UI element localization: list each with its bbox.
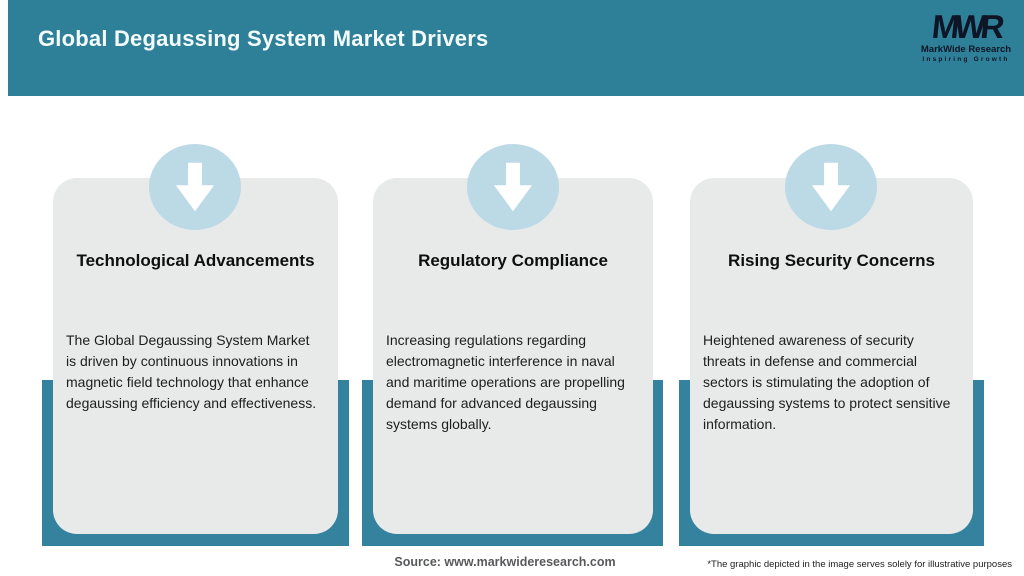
driver-card-rising-security-concerns: Rising Security Concerns Heightened awar… [690, 178, 973, 534]
driver-card-technological-advancements: Technological Advancements The Global De… [53, 178, 338, 534]
card-description: The Global Degaussing System Market is d… [66, 332, 317, 411]
card-description: Heightened awareness of security threats… [703, 332, 951, 432]
logo-name: MarkWide Research [920, 44, 1012, 55]
arrow-circle [467, 144, 559, 230]
card-description: Increasing regulations regarding electro… [386, 332, 625, 432]
logo-tagline: Inspiring Growth [922, 56, 1010, 63]
disclaimer-text: *The graphic depicted in the image serve… [707, 559, 1012, 570]
arrow-down-icon [811, 162, 851, 212]
arrow-circle [149, 144, 241, 230]
markwide-logo: MWR MarkWide Research Inspiring Growth [920, 8, 1012, 63]
logo-monogram: MWR [930, 8, 1002, 45]
card-title: Technological Advancements [76, 251, 315, 270]
header-bar: Global Degaussing System Market Drivers … [8, 0, 1024, 96]
source-text: Source: www.markwideresearch.com [394, 555, 616, 569]
card-title: Regulatory Compliance [418, 251, 608, 270]
arrow-down-icon [175, 162, 215, 212]
driver-card-regulatory-compliance: Regulatory Compliance Increasing regulat… [373, 178, 653, 534]
arrow-down-icon [493, 162, 533, 212]
page-title: Global Degaussing System Market Drivers [38, 26, 489, 51]
arrow-circle [785, 144, 877, 230]
card-title: Rising Security Concerns [728, 251, 935, 270]
